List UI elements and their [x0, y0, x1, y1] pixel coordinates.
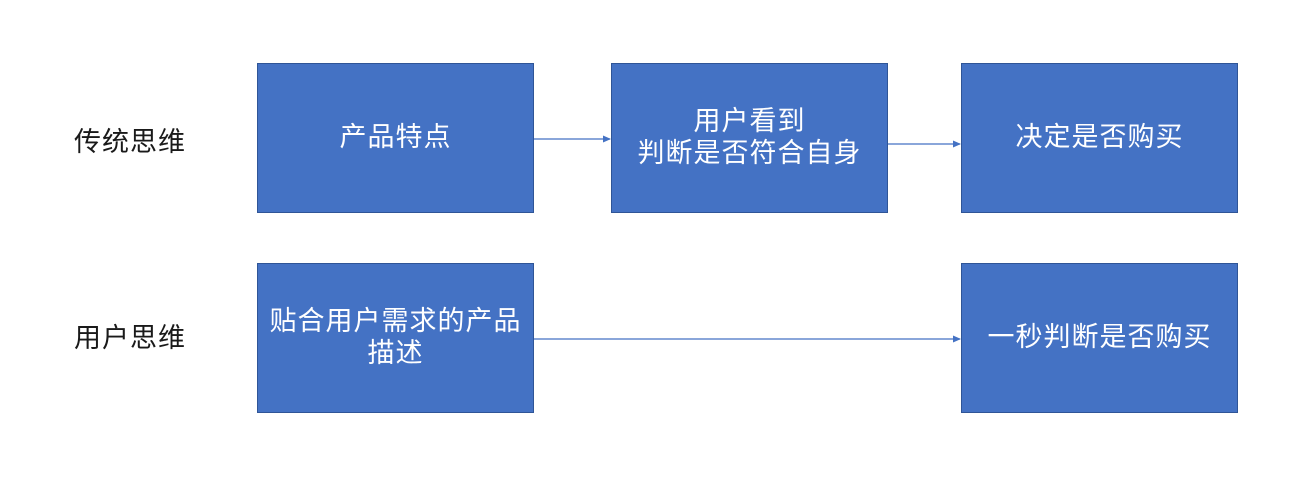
step-box-product-features: 产品特点 — [257, 63, 534, 213]
step-box-instant-decision: 一秒判断是否购买 — [961, 263, 1238, 413]
step-box-text: 用户看到 — [693, 106, 806, 137]
step-box-decide-purchase: 决定是否购买 — [961, 63, 1238, 213]
step-box-text: 产品特点 — [339, 122, 452, 153]
step-box-product-description: 贴合用户需求的产品 描述 — [257, 263, 534, 413]
step-box-text: 贴合用户需求的产品 — [269, 306, 522, 337]
step-box-text: 决定是否购买 — [1015, 122, 1184, 153]
step-box-text: 描述 — [367, 338, 424, 369]
step-box-text: 一秒判断是否购买 — [987, 322, 1212, 353]
step-box-text: 判断是否符合自身 — [637, 138, 862, 169]
step-box-user-judges: 用户看到 判断是否符合自身 — [611, 63, 888, 213]
row-label-traditional: 传统思维 — [74, 127, 186, 158]
row-label-user: 用户思维 — [74, 323, 186, 354]
